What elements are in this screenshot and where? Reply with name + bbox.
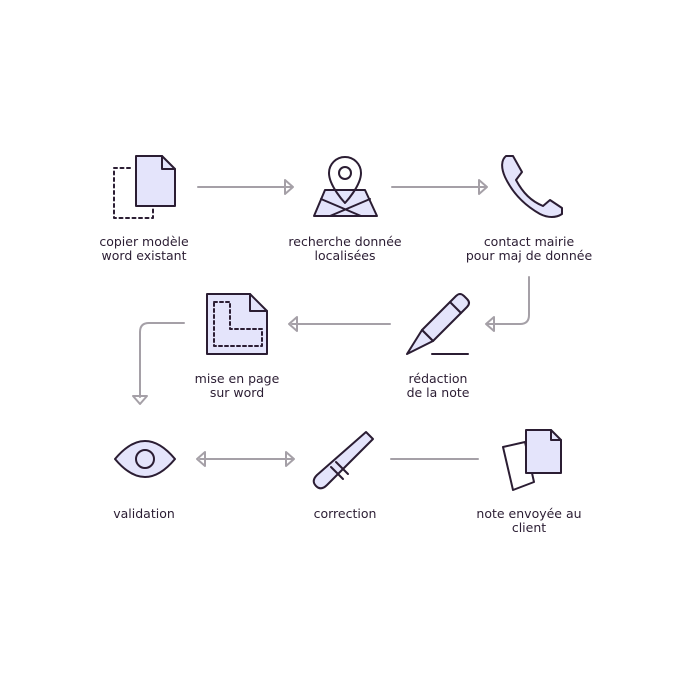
connector-arrow-contact-to-redaction <box>485 276 530 332</box>
copy-documents-icon <box>113 155 176 219</box>
step-label-search-line2: localisées <box>314 248 376 263</box>
phone-icon <box>501 155 563 218</box>
step-label-layout-line1: mise en page <box>194 371 280 386</box>
step-label-layout: mise en page sur word <box>152 372 322 400</box>
step-label-validation-line1: validation <box>113 506 175 521</box>
step-label-copy-line2: word existant <box>101 248 187 263</box>
step-label-copy-line1: copier modèle <box>99 234 189 249</box>
document-layout-icon <box>206 293 268 355</box>
step-label-sent-line2: client <box>511 520 547 535</box>
step-label-search-line1: recherche donnée <box>288 234 402 249</box>
step-label-copy: copier modèle word existant <box>59 235 229 263</box>
eye-icon <box>114 440 176 478</box>
pencil-icon <box>406 293 470 355</box>
step-label-contact: contact mairie pour maj de donnée <box>444 235 614 263</box>
step-label-sent-line1: note envoyée au <box>476 506 582 521</box>
connector-arrow-copy-to-search <box>197 179 294 195</box>
connector-arrow-redaction-to-layout <box>288 316 391 332</box>
step-label-sent: note envoyée au client <box>444 507 614 535</box>
step-label-contact-line2: pour maj de donnée <box>465 248 593 263</box>
map-pin-icon <box>313 156 378 217</box>
step-label-redaction-line1: rédaction <box>408 371 468 386</box>
step-label-contact-line1: contact mairie <box>483 234 575 249</box>
step-label-correction: correction <box>260 507 430 521</box>
connector-arrow-layout-to-validation <box>132 322 185 405</box>
step-label-correction-line1: correction <box>313 506 377 521</box>
step-label-validation: validation <box>59 507 229 521</box>
connector-arrow-search-to-contact <box>391 179 488 195</box>
step-label-layout-line2: sur word <box>209 385 265 400</box>
connector-arrow-validation-correction <box>196 451 295 467</box>
nail-file-icon <box>312 431 374 490</box>
step-label-search: recherche donnée localisées <box>260 235 430 263</box>
step-label-redaction: rédaction de la note <box>353 372 523 400</box>
step-label-redaction-line2: de la note <box>406 385 470 400</box>
paper-documents-icon <box>502 429 562 491</box>
